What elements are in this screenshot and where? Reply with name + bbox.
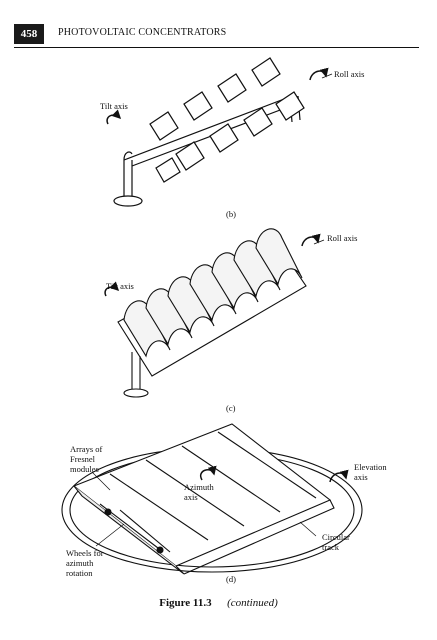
figure-number: Figure 11.3 [159,597,212,609]
panel-b-letter: (b) [226,209,236,219]
elevation-line-2: axis [354,472,368,482]
panel-d-letter: (d) [226,574,236,584]
roll-axis-label-b: Roll axis [334,69,365,79]
wheels-label: Wheels for azimuth rotation [66,548,104,578]
roll-axis-label-c: Roll axis [327,233,358,243]
azimuth-axis-label: Azimuth axis [184,482,214,502]
header-rule [14,47,419,48]
arrays-line-2: Fresnel [70,454,96,464]
circular-track-label: Circular track [322,532,350,552]
arrays-line-1: Arrays of [70,444,103,454]
elevation-line-1: Elevation [354,462,387,472]
wheels-line-1: Wheels for [66,548,104,558]
figure-caption: Figure 11.3 (continued) [0,597,437,609]
wheels-line-2: azimuth [66,558,94,568]
panel-c-drawing [117,228,307,398]
wheels-line-3: rotation [66,568,93,578]
tilt-axis-label-c: Tilt axis [106,281,134,291]
page-number: 458 [14,24,44,44]
azimuth-line-1: Azimuth [184,482,214,492]
tilt-axis-label-b: Tilt axis [100,101,128,111]
circular-line-1: Circular [322,532,350,542]
caption-note: (continued) [227,597,278,609]
azimuth-line-2: axis [184,492,198,502]
page-header: 458 PHOTOVOLTAIC CONCENTRATORS [14,24,419,46]
panel-b-drawing [113,57,305,207]
arrays-line-3: modules [70,464,99,474]
panel-c-letter: (c) [226,403,236,413]
arrays-fresnel-label: Arrays of Fresnel modules [70,444,102,474]
circular-line-2: track [322,542,339,552]
running-title: PHOTOVOLTAIC CONCENTRATORS [58,27,227,38]
panel-d-drawing [61,423,363,575]
elevation-axis-label: Elevation axis [354,462,387,482]
